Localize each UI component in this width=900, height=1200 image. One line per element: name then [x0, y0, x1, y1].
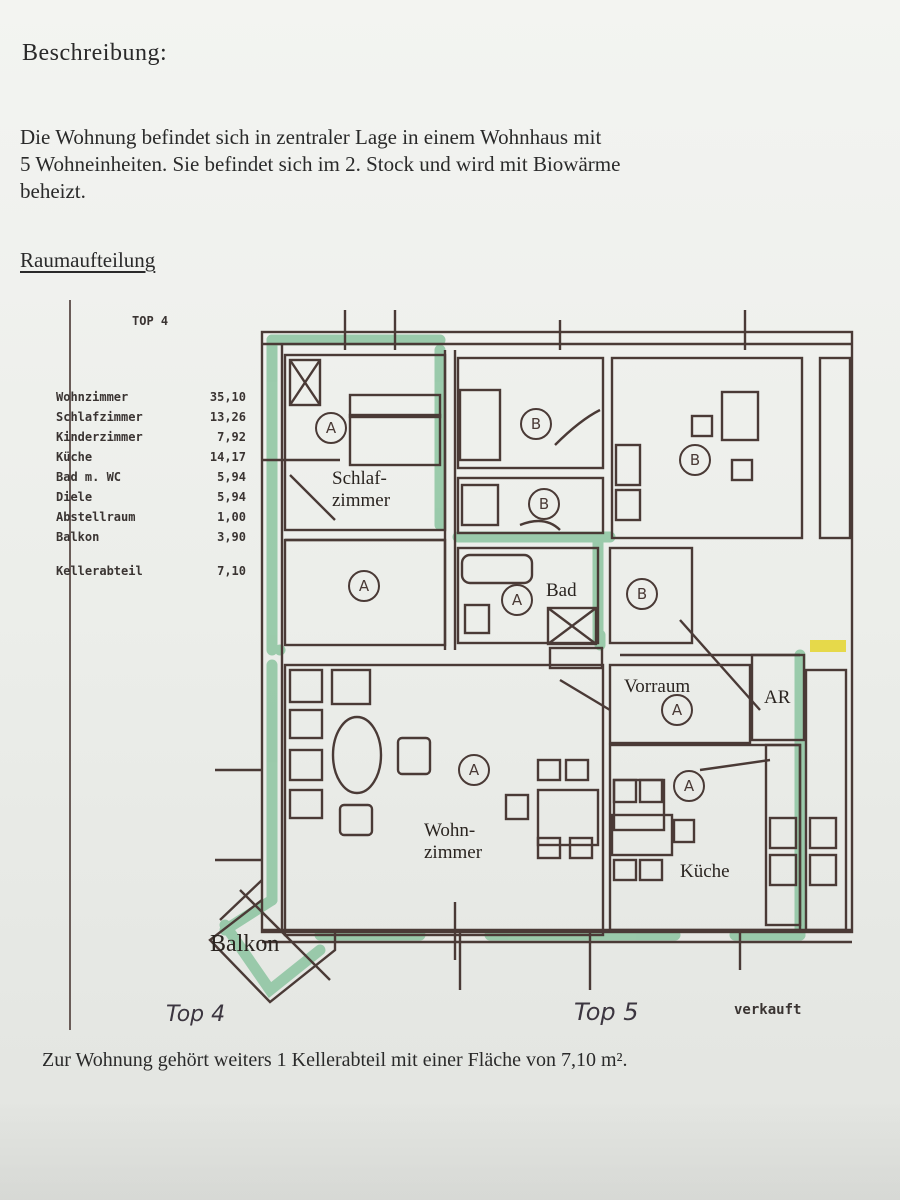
circle-label-a: A	[672, 701, 683, 719]
room-label-ar: AR	[764, 687, 791, 708]
circle-label-b: B	[690, 451, 700, 469]
room-label-wohnzimmer: Wohn- zimmer	[424, 820, 483, 863]
room-label-bad: Bad	[546, 580, 577, 601]
section-heading-raumaufteilung: Raumaufteilung	[20, 248, 156, 272]
circle-label-a: A	[684, 777, 695, 795]
verkauft-label: verkauft	[734, 1002, 802, 1018]
circle-label-a: A	[469, 761, 480, 779]
room-label-kueche: Küche	[680, 861, 730, 882]
circle-label-b: B	[539, 495, 549, 513]
floor-plan-drawing: A A A A A A B B B B	[69, 300, 854, 1030]
circle-label-a: A	[359, 577, 370, 595]
page-heading: Beschreibung:	[22, 40, 168, 66]
room-label-balkon: Balkon	[210, 931, 280, 957]
circle-label-a: A	[326, 419, 337, 437]
description-text: Die Wohnung befindet sich in zentraler L…	[20, 125, 621, 203]
room-label-schlafzimmer: Schlaf- zimmer	[332, 468, 391, 511]
plan-walls	[208, 310, 854, 1004]
plan-top-label: TOP 4	[132, 314, 169, 328]
footer-note: Zur Wohnung gehört weiters 1 Kellerabtei…	[42, 1049, 628, 1071]
circle-label-b: B	[531, 415, 541, 433]
paper-shadow	[0, 1100, 900, 1200]
circle-label-a: A	[512, 591, 523, 609]
handwritten-top4: Top 4	[166, 1002, 226, 1027]
room-label-vorraum: Vorraum	[624, 676, 691, 697]
handwritten-top5: Top 5	[574, 998, 639, 1026]
circle-label-b: B	[637, 585, 647, 603]
